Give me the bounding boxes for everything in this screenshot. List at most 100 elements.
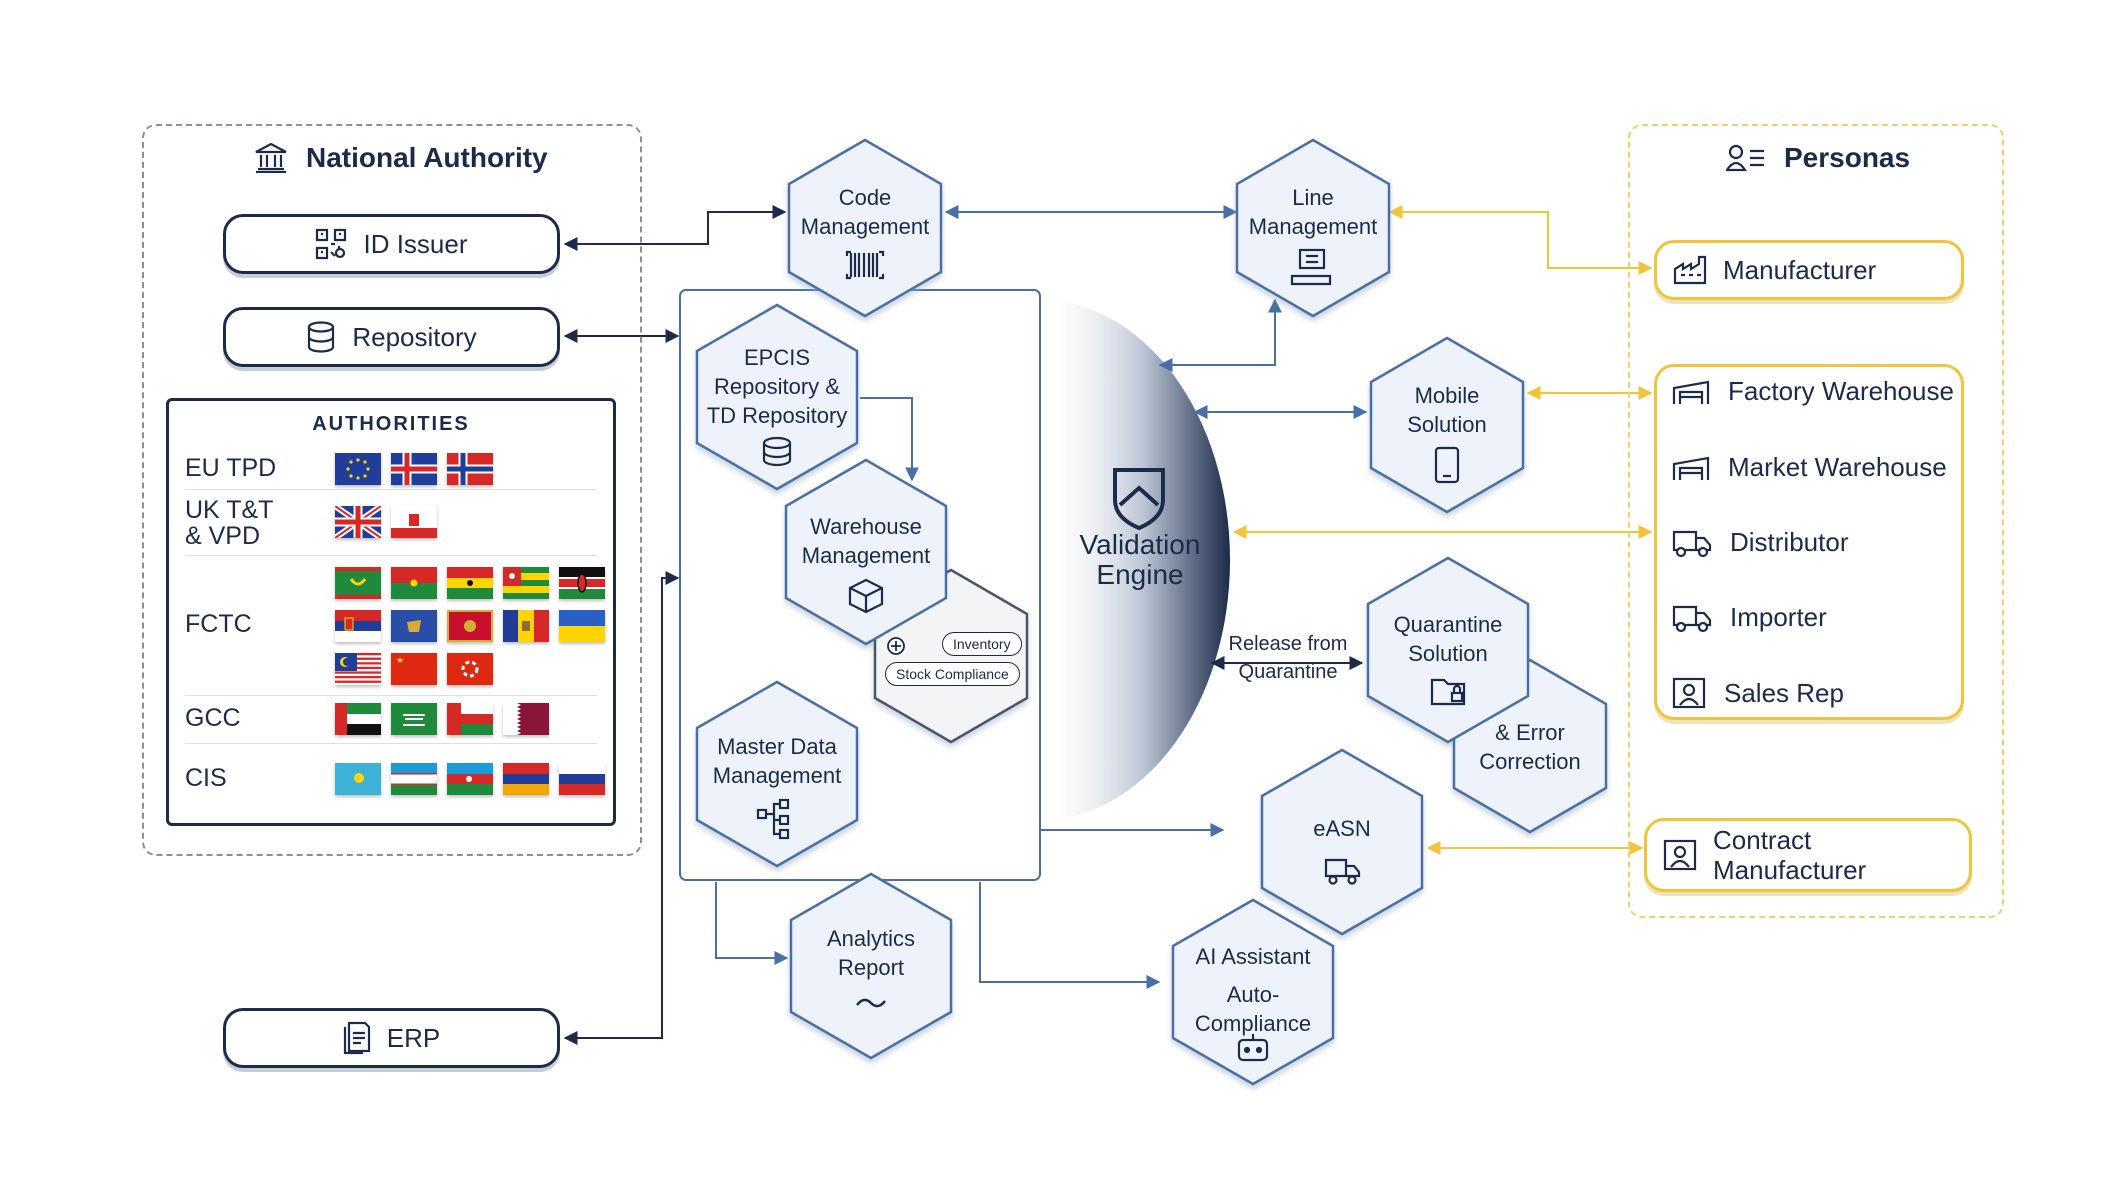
truck-icon xyxy=(1672,605,1712,632)
importer-item[interactable]: Importer xyxy=(1672,602,1827,633)
distributor-item[interactable]: Distributor xyxy=(1672,527,1848,558)
repository-node[interactable]: Repository xyxy=(223,307,560,367)
flag-armenia xyxy=(503,763,549,795)
user-badge-icon xyxy=(1672,677,1706,709)
market-warehouse-item[interactable]: Market Warehouse xyxy=(1672,452,1947,483)
hex-easn xyxy=(1260,748,1424,936)
document-icon xyxy=(343,1021,370,1055)
box-icon xyxy=(848,578,884,614)
truck-icon xyxy=(1324,858,1361,885)
hex-quarantine xyxy=(1366,556,1530,744)
flag-uae xyxy=(335,703,381,735)
flag-serbia xyxy=(335,610,381,642)
stock-compliance-tag[interactable]: Stock Compliance xyxy=(885,662,1020,686)
hex-epcis xyxy=(695,303,859,491)
hex-code-management xyxy=(787,138,943,318)
master-data-label[interactable]: Master Data Management xyxy=(712,734,842,788)
code-management-label[interactable]: Code Management xyxy=(800,185,930,239)
national-authority-title: National Authority xyxy=(254,142,548,174)
shield-icon xyxy=(1113,468,1165,531)
quarantine-solution-label[interactable]: Quarantine Solution xyxy=(1393,612,1503,666)
easn-label[interactable]: eASN xyxy=(1313,816,1371,841)
authority-row-eu-tpd: EU TPD xyxy=(185,449,597,490)
flag-moldova xyxy=(503,610,549,642)
flag-kenya xyxy=(559,567,605,599)
line-management-label[interactable]: Line Management xyxy=(1248,185,1378,239)
persona-list-icon xyxy=(1726,144,1764,172)
database-icon xyxy=(762,436,792,467)
trend-icon xyxy=(856,998,886,1008)
truck-icon xyxy=(1672,530,1712,557)
hex-ai-assistant xyxy=(1171,898,1335,1086)
scanner-icon xyxy=(1290,248,1332,286)
flag-iceland xyxy=(391,453,437,485)
factory-icon xyxy=(1673,255,1707,285)
user-badge-icon xyxy=(1663,839,1697,871)
error-correction-label[interactable]: & Error Correction xyxy=(1479,720,1581,774)
authority-row-fctc: FCTC xyxy=(185,555,605,696)
flag-oman xyxy=(447,703,493,735)
flag-malaysia xyxy=(335,653,381,685)
flag-uzbekistan xyxy=(391,763,437,795)
warehouse-icon xyxy=(1672,456,1710,480)
flag-togo xyxy=(503,567,549,599)
database-icon xyxy=(308,321,335,353)
authorities-title: AUTHORITIES xyxy=(312,413,470,435)
flag-norway xyxy=(447,453,493,485)
hex-warehouse xyxy=(784,458,948,646)
sales-rep-item[interactable]: Sales Rep xyxy=(1672,677,1844,709)
hex-analytics xyxy=(789,872,953,1060)
hex-line-management xyxy=(1235,138,1391,318)
personas-title: Personas xyxy=(1726,142,1910,174)
personas-panel xyxy=(1628,124,2004,918)
analytics-report-label[interactable]: Analytics Report xyxy=(826,926,916,980)
flag-montenegro xyxy=(447,610,493,642)
inventory-tag[interactable]: Inventory xyxy=(942,632,1022,656)
flag-russia xyxy=(559,763,605,795)
factory-warehouse-item[interactable]: Factory Warehouse xyxy=(1672,376,1954,407)
flag-burkina-faso xyxy=(391,567,437,599)
authorities-box: AUTHORITIES EU TPD UK T&T & VPD FCTC xyxy=(166,398,616,826)
mobile-solution-label[interactable]: Mobile Solution xyxy=(1407,383,1487,437)
authority-row-gcc: GCC xyxy=(185,695,597,744)
flag-mauritania xyxy=(335,567,381,599)
persona-group xyxy=(1654,364,1964,720)
flag-qatar xyxy=(503,703,549,735)
barcode-icon xyxy=(845,250,885,280)
validation-engine-label[interactable]: Validation Engine xyxy=(1079,529,1201,590)
hierarchy-icon xyxy=(756,798,790,840)
add-icon[interactable] xyxy=(886,636,906,656)
ai-assistant-label[interactable]: AI Assistant xyxy=(1195,944,1311,969)
flag-china xyxy=(391,653,437,685)
manufacturer-node[interactable]: Manufacturer xyxy=(1654,240,1964,300)
bank-icon xyxy=(255,143,287,173)
warehouse-management-label[interactable]: Warehouse Management xyxy=(801,514,931,568)
id-issuer-node[interactable]: ID Issuer xyxy=(223,214,560,274)
flag-gibraltar xyxy=(391,506,437,538)
hex-master-data xyxy=(695,680,859,868)
flag-uk xyxy=(335,506,381,538)
qr-code-icon xyxy=(316,228,347,260)
contract-manufacturer-node[interactable]: Contract Manufacturer xyxy=(1644,818,1972,892)
flag-azerbaijan xyxy=(447,763,493,795)
national-authority-panel xyxy=(142,124,642,856)
folder-lock-icon xyxy=(1430,678,1466,706)
authority-row-uk: UK T&T & VPD xyxy=(185,489,597,556)
auto-compliance-label[interactable]: Auto- Compliance xyxy=(1194,982,1312,1036)
flag-eu xyxy=(335,453,381,485)
erp-node[interactable]: ERP xyxy=(223,1008,560,1068)
flag-kazakhstan xyxy=(335,763,381,795)
validation-engine-shape xyxy=(1040,300,1230,820)
hex-mobile xyxy=(1369,336,1525,514)
release-from-quarantine-label: Release from Quarantine xyxy=(1228,633,1348,683)
flag-ukraine xyxy=(559,610,605,642)
epcis-label[interactable]: EPCIS Repository & TD Repository xyxy=(706,345,848,428)
flag-saudi-arabia xyxy=(391,703,437,735)
flag-ghana xyxy=(447,567,493,599)
robot-icon xyxy=(1237,1034,1269,1062)
warehouse-icon xyxy=(1672,380,1710,404)
flag-kosovo xyxy=(391,610,437,642)
flag-hong-kong xyxy=(447,653,493,685)
